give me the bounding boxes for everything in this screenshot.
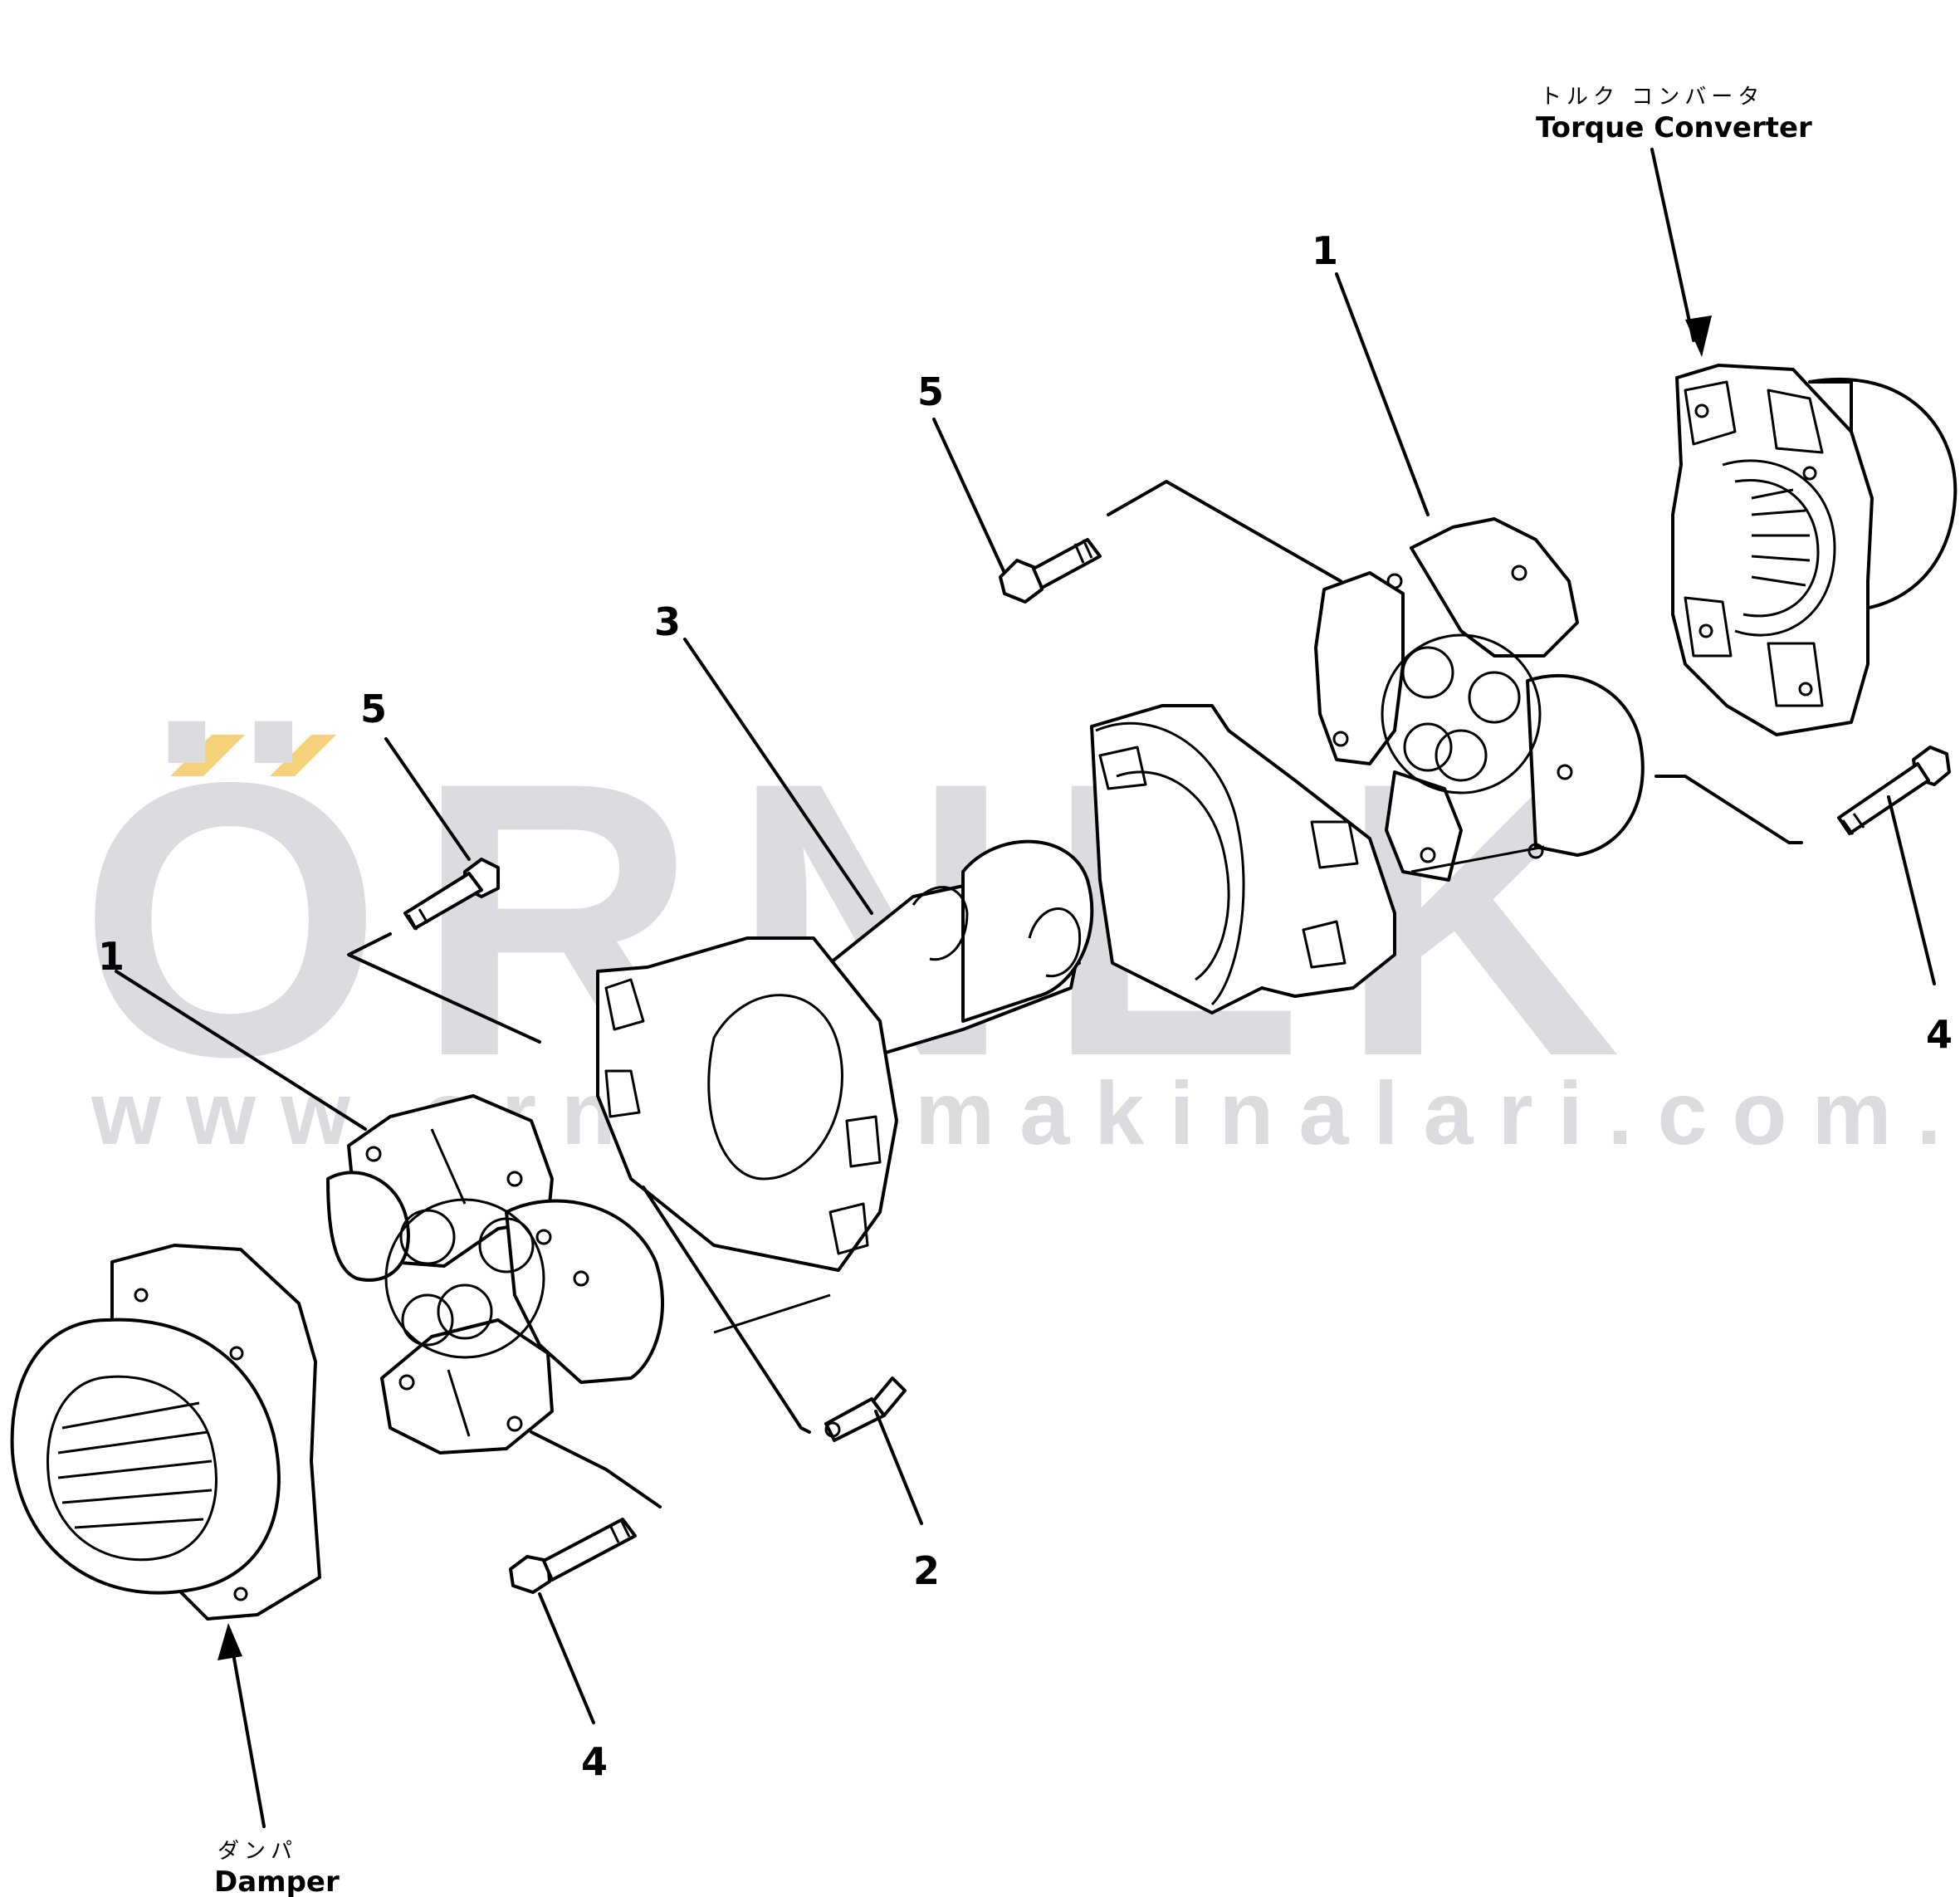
grease-fitting-2 [824,1376,907,1442]
torque-converter-label-jp: トルク コンバータ [1540,85,1764,110]
bolt-5-lower [403,858,500,931]
watermark-umlaut-right [270,735,336,776]
bolt-4-lower [509,1518,637,1594]
damper-label: Damper [214,1865,340,1897]
bolt-4-upper [1837,746,1951,835]
torque-converter-flange [1671,364,1958,736]
universal-joint-upper [1314,517,1645,882]
leader-lines [115,148,1936,1828]
arrow-up-icon [218,1623,242,1660]
drive-shaft [596,704,1396,1272]
callout-4-upper: 4 [1926,1012,1953,1057]
callout-4-lower: 4 [581,1739,608,1784]
arrow-down-icon [1685,315,1712,357]
callout-3: 3 [654,599,681,644]
callout-5-upper: 5 [917,369,944,414]
watermark-umlaut-left [170,735,245,776]
callout-1-upper: 1 [1312,228,1338,273]
universal-joint-lower [326,1094,664,1455]
damper-flange [10,1244,321,1621]
callout-2: 2 [913,1548,940,1593]
damper-label-jp: ダンパ [218,1839,297,1864]
bolt-5-upper [999,538,1102,604]
callout-1-lower: 1 [98,934,125,979]
torque-converter-label: Torque Converter [1536,111,1812,144]
callout-5-lower: 5 [360,687,387,731]
